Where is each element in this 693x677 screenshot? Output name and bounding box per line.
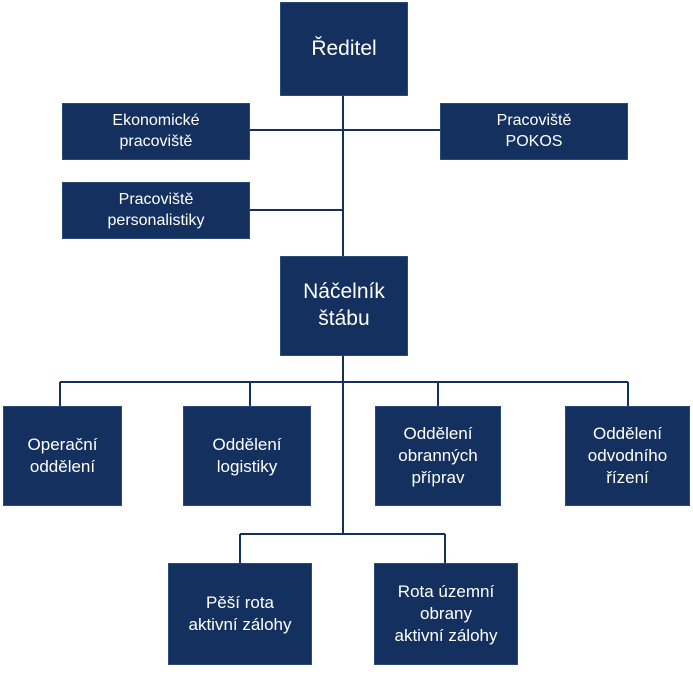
department-label: Operační oddělení	[27, 435, 98, 476]
department-label: Oddělení odvodního řízení	[587, 424, 668, 487]
chief-of-staff-label: Náčelník štábu	[303, 280, 385, 330]
personnel-office-box: Pracoviště personalistiky	[62, 182, 250, 239]
personnel-office-label: Pracoviště personalistiky	[107, 191, 205, 229]
economic-office-box: Ekonomické pracoviště	[62, 103, 250, 160]
director-box: Ředitel	[280, 2, 408, 96]
company-box: Pěší rota aktivní zálohy	[168, 563, 312, 665]
company-label: Rota územní obrany aktivní zálohy	[394, 582, 498, 645]
chief-of-staff-box: Náčelník štábu	[280, 256, 408, 356]
department-label: Oddělení logistiky	[212, 435, 282, 476]
economic-office-label: Ekonomické pracoviště	[112, 112, 200, 150]
department-box: Oddělení obranných příprav	[375, 406, 501, 506]
director-label: Ředitel	[311, 36, 377, 60]
company-box: Rota územní obrany aktivní zálohy	[374, 563, 518, 665]
pokos-office-box: Pracoviště POKOS	[440, 103, 628, 160]
department-box: Operační oddělení	[3, 406, 122, 506]
department-label: Oddělení obranných příprav	[398, 424, 478, 487]
pokos-office-label: Pracoviště POKOS	[496, 112, 572, 150]
department-box: Oddělení logistiky	[183, 406, 311, 506]
department-box: Oddělení odvodního řízení	[565, 406, 690, 506]
company-label: Pěší rota aktivní zálohy	[188, 593, 292, 634]
